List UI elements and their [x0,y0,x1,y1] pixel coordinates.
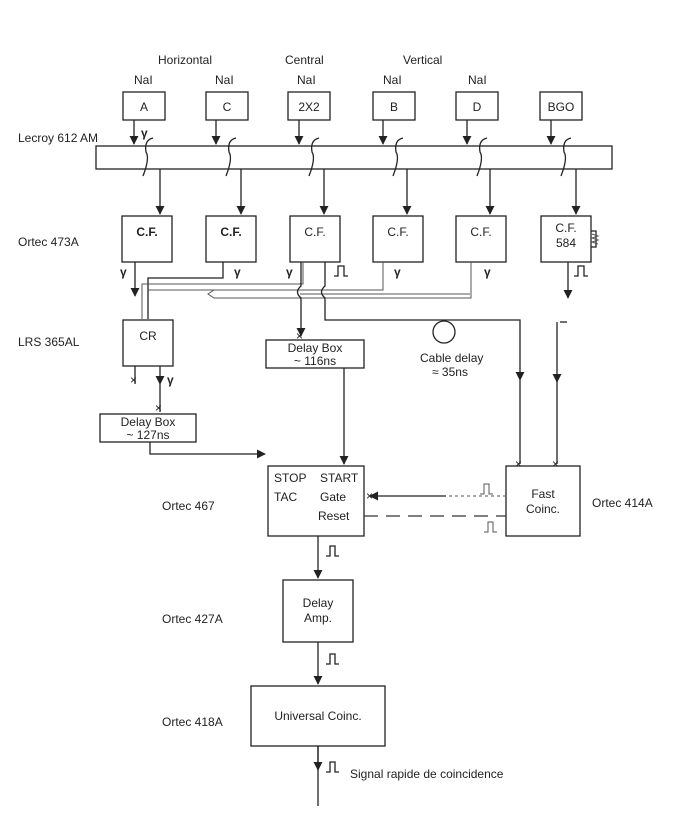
delay-amp-module: Delay Amp. [282,579,354,643]
ortec473-module-label: Ortec 473A [18,235,79,249]
ortec467-module-label: Ortec 467 [162,499,215,513]
cr-output-wiring: × × [130,366,165,415]
gamma-cf1-label: γ [120,265,127,279]
bus-to-cf-arrows [155,169,581,215]
lrs-module-label: LRS 365AL [18,335,80,349]
gamma-cf5-label: γ [484,265,491,279]
cr-label: CR [139,329,157,343]
cf-bgo-model: 584 [556,236,576,250]
svg-text:×: × [155,401,162,415]
detector-2x2: 2X2 [287,91,331,121]
tac-reset-label: Reset [318,509,350,523]
cf-module-5: C.F. [455,215,507,263]
svg-text:×: × [366,489,373,503]
cf-4-label: C.F. [387,225,408,239]
delay-127-to-tac-stop [149,442,228,455]
cf-module-1: C.F. [121,215,173,263]
central-cf-wiring: × × × [296,262,573,471]
gamma-cr-output-label: γ [167,373,174,387]
detector-b-type: NaI [383,73,402,87]
detector-2x2-type: NaI [297,73,316,87]
cf-module-4: C.F. [372,215,424,263]
gamma-cf3-label: γ [286,265,293,279]
group-vertical-label: Vertical [403,53,442,67]
cf-2-label: C.F. [220,225,241,239]
detector-c-name: C [223,100,232,114]
detector-a: A [122,91,166,121]
tac-gate-label: Gate [320,490,346,504]
tac-module: STOP START TAC Gate Reset [267,465,365,537]
group-central-label: Central [285,53,324,67]
delay-box-127-value: ~ 127ns [126,428,169,442]
delay-amp-title: Delay [303,596,334,610]
gamma-cf2-label: γ [234,265,241,279]
detector-c: C [205,91,249,121]
tac-stop-label: STOP [274,471,306,485]
bus-spiral-marks [142,137,572,177]
cf-module-3: C.F. [289,215,341,263]
fast-coinc-title: Fast [531,487,555,501]
cf-bgo-label: C.F. [555,221,576,235]
cf-module-2: C.F. [205,215,257,263]
pulse-amp-output-icon [326,653,339,665]
delay-box-116-title: Delay Box [288,341,343,355]
lecroy-module-label: Lecroy 612 AM [18,131,98,145]
detector-c-type: NaI [215,73,234,87]
detector-d-type: NaI [468,73,487,87]
detector-bgo: BGO [539,91,583,121]
detector-a-type: NaI [134,73,153,87]
cr-module: CR [122,319,174,367]
detector-bgo-name: BGO [548,100,575,114]
pulse-tac-output-icon [326,545,339,557]
gamma-a-label: γ [141,126,148,140]
gamma-wiring-to-cr [130,262,472,319]
pulse-cf3-icon [334,265,348,277]
tac-name-label: TAC [274,490,297,504]
svg-text:×: × [130,373,137,387]
pulse-bgo-icon [574,265,588,277]
detector-to-bus-arrows [129,120,556,145]
universal-coinc-module: Universal Coinc. [250,685,386,747]
output-signal-label: Signal rapide de coincidence [350,767,504,781]
tac-start-label: START [320,471,359,485]
lecroy-delay-bus [95,145,613,170]
delay-box-127ns: Delay Box ~ 127ns [99,413,197,443]
detector-d: D [455,91,499,121]
svg-text:×: × [552,457,559,471]
cf-3-label: C.F. [304,225,325,239]
delay-amp-subtitle: Amp. [304,611,332,625]
fast-coinc-to-tac-wiring: × [364,483,506,533]
ortec427-module-label: Ortec 427A [162,612,223,626]
group-horizontal-label: Horizontal [158,53,212,67]
detector-2x2-name: 2X2 [298,100,320,114]
delay-box-116-value: ~ 116ns [294,354,336,368]
delay-box-127-title: Delay Box [121,415,176,429]
detector-b-name: B [390,100,398,114]
svg-text:×: × [296,329,303,343]
cf-5-label: C.F. [470,225,491,239]
ortec418-module-label: Ortec 418A [162,715,223,729]
cable-delay: Cable delay ≈ 35ns [420,320,483,379]
ortec414-module-label: Ortec 414A [592,496,653,510]
cf-module-bgo: C.F. 584 [540,215,600,263]
cable-delay-title: Cable delay [420,351,483,365]
fast-coinc-module: Fast Coinc. [505,465,581,537]
detector-b: B [372,91,416,121]
universal-coinc-label: Universal Coinc. [274,709,361,723]
delay-box-116ns: Delay Box ~ 116ns [265,339,365,369]
detector-a-name: A [140,100,148,114]
fast-coinc-subtitle: Coinc. [526,502,560,516]
pulse-final-output-icon [326,761,339,773]
detector-d-name: D [473,100,482,114]
gamma-cf4-label: γ [394,265,401,279]
cf-1-label: C.F. [136,225,157,239]
cable-delay-value: ≈ 35ns [432,365,468,379]
svg-text:×: × [515,457,522,471]
